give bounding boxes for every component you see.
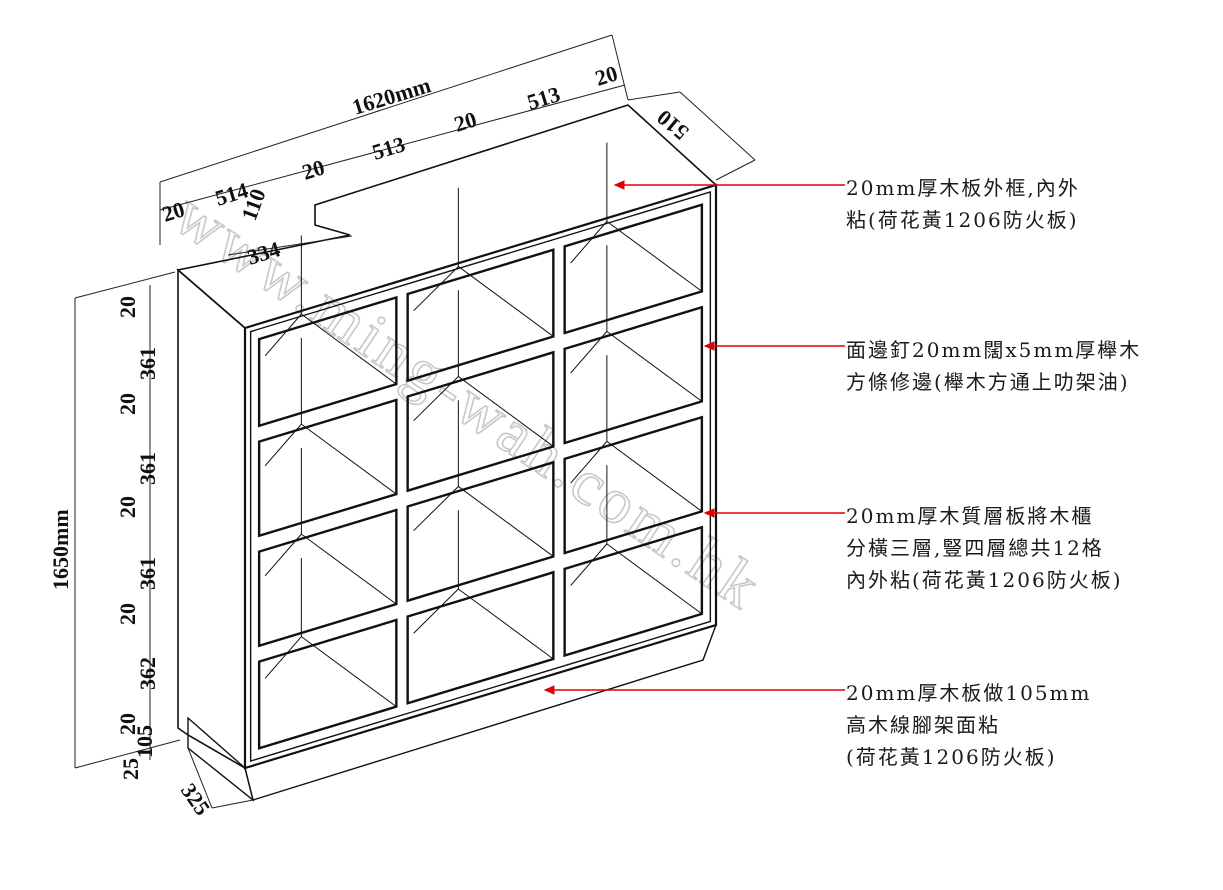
annotation-line: (荷花黃1206防火板) bbox=[846, 745, 1057, 769]
dim-height-part: 20 bbox=[115, 603, 140, 625]
cell-back-bottom-line bbox=[570, 331, 608, 374]
cell-back-bottom-line bbox=[413, 486, 459, 532]
cell-depth-line bbox=[606, 330, 703, 402]
annotation-outer-frame: 20mm厚木板外框,內外 粘(荷花黃1206防火板) bbox=[846, 172, 1080, 236]
dim-ext bbox=[211, 799, 254, 809]
dim-height-part: 362 bbox=[135, 657, 160, 690]
cell-depth-line bbox=[458, 376, 554, 447]
annotation-edge-trim: 面邊釘20mm闊x5mm厚櫸木 方條修邊(櫸木方通上叻架油) bbox=[846, 334, 1141, 398]
annotation-line: 內外粘(荷花黃1206防火板) bbox=[846, 568, 1123, 592]
dim-height-part: 361 bbox=[135, 347, 160, 380]
dim-total-height: 1650mm bbox=[48, 509, 73, 590]
annotation-line: 粘(荷花黃1206防火板) bbox=[846, 208, 1079, 232]
dim-height-part: 20 bbox=[115, 713, 140, 735]
cell-depth-line bbox=[301, 533, 397, 605]
dim-height-part: 20 bbox=[115, 393, 140, 415]
annotation-line: 20mm厚木板做105mm bbox=[846, 681, 1092, 705]
cell-back-bottom-line bbox=[264, 636, 302, 679]
dim-width-part: 513 bbox=[524, 81, 563, 115]
cell-depth-line bbox=[458, 266, 554, 337]
cell-depth-line bbox=[606, 220, 703, 292]
plinth-front bbox=[244, 623, 718, 801]
dim-ext bbox=[187, 747, 213, 809]
dim-ext bbox=[611, 34, 629, 101]
arrowhead-icon bbox=[613, 180, 625, 190]
cell-back-bottom-line bbox=[570, 441, 608, 484]
dim-height-part: 361 bbox=[135, 557, 160, 590]
annotation-line: 面邊釘20mm闊x5mm厚櫸木 bbox=[846, 338, 1142, 362]
dim-height-part: 105 bbox=[132, 725, 157, 758]
annotation-line: 分橫三層,豎四層總共12格 bbox=[846, 536, 1104, 560]
cell-depth-line bbox=[458, 588, 554, 660]
cell-back-bottom-line bbox=[413, 376, 459, 422]
annotation-line: 方條修邊(櫸木方通上叻架油) bbox=[846, 370, 1130, 394]
cell-back-bottom-line bbox=[264, 423, 302, 467]
cell-back-bottom-line bbox=[413, 266, 459, 312]
cell-depth-line bbox=[301, 313, 397, 385]
dim-ext bbox=[74, 739, 181, 769]
dim-width-part: 20 bbox=[592, 60, 620, 90]
dim-ext bbox=[227, 235, 353, 256]
annotation-line: 20mm厚木質層板將木櫃 bbox=[846, 504, 1094, 528]
front-frame-inner bbox=[249, 191, 712, 762]
side-panel bbox=[177, 268, 246, 770]
arrowhead-icon bbox=[543, 685, 555, 695]
dim-plinth-depth: 325 bbox=[176, 779, 215, 820]
cell-depth-line bbox=[458, 486, 554, 557]
dim-ext bbox=[74, 271, 176, 299]
dim-line-total-width bbox=[159, 34, 613, 183]
dim-line-parts bbox=[159, 84, 626, 211]
dim-total-width: 1620mm bbox=[349, 72, 433, 119]
cell-depth-line bbox=[606, 440, 703, 512]
cell-back-bottom-line bbox=[264, 533, 302, 577]
annotation-line: 高木線腳架面粘 bbox=[846, 713, 1000, 737]
arrowhead-icon bbox=[703, 508, 715, 518]
dim-depth: 510 bbox=[652, 105, 693, 145]
dim-width-part: 20 bbox=[451, 106, 479, 136]
cell-back-bottom-line bbox=[570, 543, 608, 586]
cell-back-bottom-line bbox=[264, 313, 302, 357]
dim-width-part: 513 bbox=[369, 131, 408, 165]
arrowhead-icon bbox=[703, 341, 715, 351]
front-frame bbox=[243, 183, 718, 770]
dim-ext bbox=[715, 159, 756, 181]
dim-line-depth bbox=[679, 91, 756, 161]
dim-ext bbox=[627, 91, 681, 101]
annotation-shelves: 20mm厚木質層板將木櫃 分橫三層,豎四層總共12格 內外粘(荷花黃1206防火… bbox=[846, 500, 1123, 596]
annotation-line: 20mm厚木板外框,內外 bbox=[846, 176, 1080, 200]
shelf-cell bbox=[406, 570, 555, 705]
cell-back-bottom-line bbox=[413, 588, 459, 634]
cell-depth-line bbox=[606, 543, 703, 615]
cell-back-bottom-line bbox=[570, 221, 608, 264]
dim-height-part: 361 bbox=[135, 452, 160, 485]
dim-height-part: 25 bbox=[118, 758, 143, 780]
dim-height-part: 20 bbox=[115, 496, 140, 518]
top-surface bbox=[176, 104, 718, 329]
cell-depth-line bbox=[301, 423, 397, 495]
dim-width-part: 20 bbox=[299, 154, 327, 184]
annotation-plinth: 20mm厚木板做105mm 高木線腳架面粘 (荷花黃1206防火板) bbox=[846, 677, 1091, 773]
dim-height-part: 20 bbox=[115, 296, 140, 318]
cell-depth-line bbox=[301, 636, 397, 708]
